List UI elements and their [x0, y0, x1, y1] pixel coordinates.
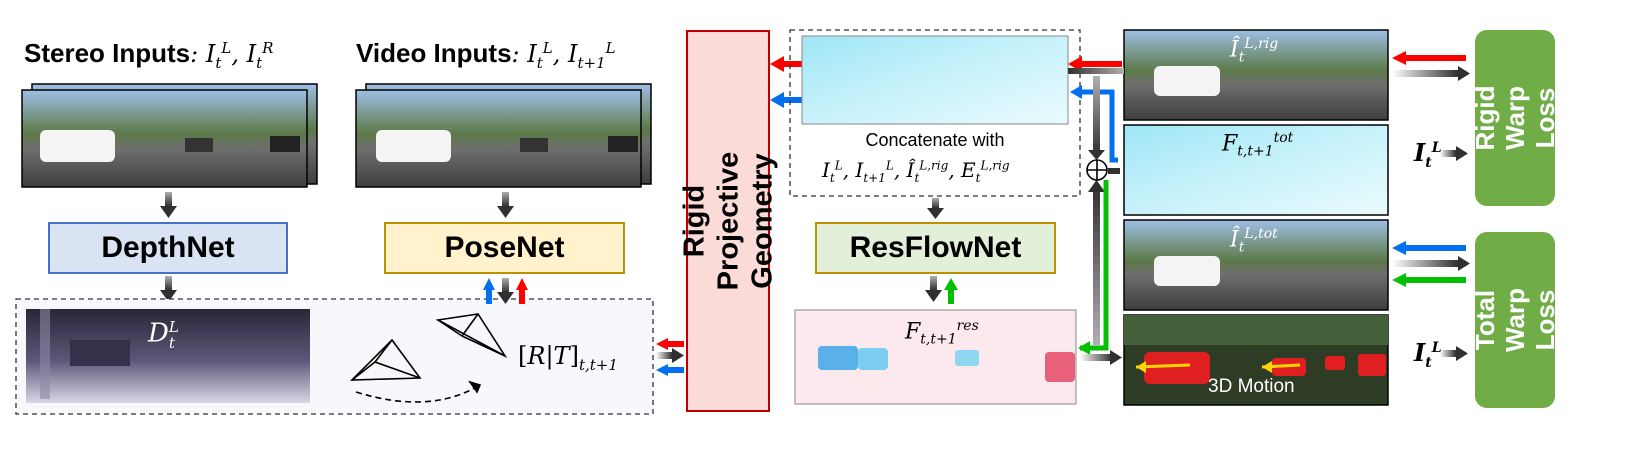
residual-flow-label: Ft,t+1res: [905, 318, 979, 348]
depthnet-box: DepthNet: [48, 222, 288, 274]
concat-math: ItL, It+1L, ÎtL,rig, EtL,rig: [822, 158, 1010, 185]
posenet-box: PoseNet: [384, 222, 625, 274]
video-inputs-title: Video Inputs: [356, 38, 512, 68]
posenet-feedback-arrows: [483, 278, 528, 304]
pose-label: [R|T]t,t+1: [518, 342, 618, 374]
arrow-stereo-to-depthnet: [160, 192, 177, 218]
video-inputs-heading: Video Inputs: ItL, It+1L: [356, 38, 616, 72]
total-loss-arrows: [1392, 241, 1470, 361]
arrow-depthnet-to-depth: [160, 276, 177, 302]
stereo-inputs-title: Stereo Inputs: [24, 38, 191, 68]
arrow-concat-to-resflownet: [927, 198, 944, 219]
rigid-warp-loss-label: Rigid Warp Loss: [1470, 85, 1560, 151]
concat-title: Concatenate with: [865, 130, 1005, 150]
rigid-warp-label: ÎtL,rig: [1230, 36, 1279, 66]
resflownet-to-resflow-arrows: [925, 276, 958, 304]
depthnet-label: DepthNet: [101, 231, 235, 264]
flow-to-rpg-arrows: [770, 56, 802, 108]
total-loss-input-label: ItL: [1414, 338, 1442, 371]
total-flow-image: [1123, 124, 1389, 216]
rigid-warp-loss-box: Rigid Warp Loss: [1470, 30, 1560, 206]
motion-image: [1123, 314, 1389, 406]
rigid-warp-image: [1123, 29, 1389, 121]
stereo-image-stack: [21, 83, 318, 188]
posenet-label: PoseNet: [444, 231, 565, 264]
residual-flow-image: [794, 309, 1077, 405]
resflownet-label: ResFlowNet: [849, 231, 1022, 264]
flow-composition-connectors: [1068, 56, 1124, 365]
total-warp-image: [1123, 219, 1389, 311]
concat-container: [789, 29, 1081, 197]
video-inputs-math: : ItL, It+1L: [511, 39, 616, 72]
motion-label: 3D Motion: [1208, 376, 1295, 397]
total-warp-label: ÎtL,tot: [1230, 226, 1278, 256]
rigid-flow-image: [801, 35, 1069, 125]
pose-to-rpg-arrows: [656, 338, 684, 376]
rigid-loss-input-label: ItL: [1414, 138, 1442, 171]
camera-frustums-icon: [350, 313, 508, 403]
depth-label: DtL: [148, 318, 179, 352]
total-warp-loss-box: Total Warp Loss: [1470, 232, 1560, 408]
rigid-loss-arrows: [1392, 51, 1470, 161]
arrow-video-to-posenet: [497, 192, 514, 218]
resflownet-box: ResFlowNet: [815, 222, 1056, 274]
rigid-projective-geometry-box: Rigid Projective Geometry: [678, 30, 778, 412]
rigid-projective-geometry-label: Rigid Projective Geometry: [678, 151, 778, 291]
total-flow-label: Ft,t+1tot: [1222, 130, 1294, 160]
stereo-inputs-math: : ItL, ItR: [190, 39, 274, 72]
stereo-inputs-heading: Stereo Inputs: ItL, ItR: [24, 38, 273, 72]
video-image-stack: [355, 83, 652, 188]
depth-map-image: [26, 309, 310, 403]
total-warp-loss-label: Total Warp Loss: [1470, 287, 1560, 353]
